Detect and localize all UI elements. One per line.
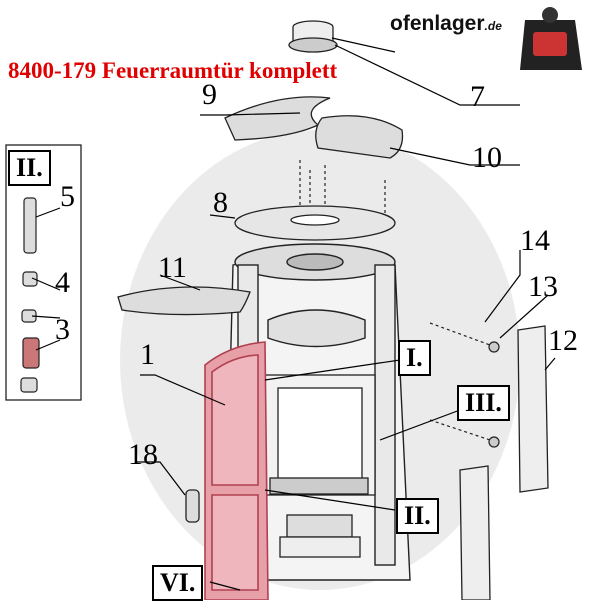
callout-12: 12 (548, 324, 578, 357)
part-top-plate-right (315, 115, 404, 159)
part-top-plate-left (224, 96, 331, 141)
callout-14: 14 (520, 224, 550, 257)
firebox (264, 374, 376, 496)
brand-name: ofenlager (390, 12, 485, 35)
part-side-plate (117, 286, 251, 316)
callout-4: 4 (55, 266, 70, 299)
stove-mascot-icon (520, 7, 582, 70)
callout-11: 11 (158, 251, 187, 284)
part-side-panel (459, 325, 549, 600)
callout-8: 8 (213, 186, 228, 219)
box-III: III. (457, 385, 510, 421)
box-inset-II: II. (8, 150, 51, 186)
part-door-handle (185, 489, 200, 523)
callout-7: 7 (470, 80, 485, 113)
callout-18: 18 (128, 438, 158, 471)
parts-screws-right (429, 322, 500, 448)
part-fire-door (204, 341, 269, 600)
inset-detail-frame (5, 144, 82, 401)
box-II: II. (396, 498, 439, 534)
callout-5: 5 (60, 180, 75, 213)
brand-tld: .de (484, 19, 502, 33)
callout-1: 1 (140, 338, 155, 371)
part-flue-collar (288, 20, 338, 53)
callout-13: 13 (528, 270, 558, 303)
part-title: 8400-179 Feuerraumtür komplett (8, 58, 338, 83)
callout-leaders (31, 37, 556, 591)
part-ash-pan (279, 514, 361, 558)
box-VI: VI. (152, 565, 204, 601)
brand-logo: ofenlager.de (390, 12, 502, 36)
callout-10: 10 (472, 141, 502, 174)
callout-3: 3 (55, 313, 70, 346)
part-inner-top-plate (234, 205, 396, 241)
box-I: I. (398, 340, 431, 376)
callout-9: 9 (202, 78, 217, 111)
